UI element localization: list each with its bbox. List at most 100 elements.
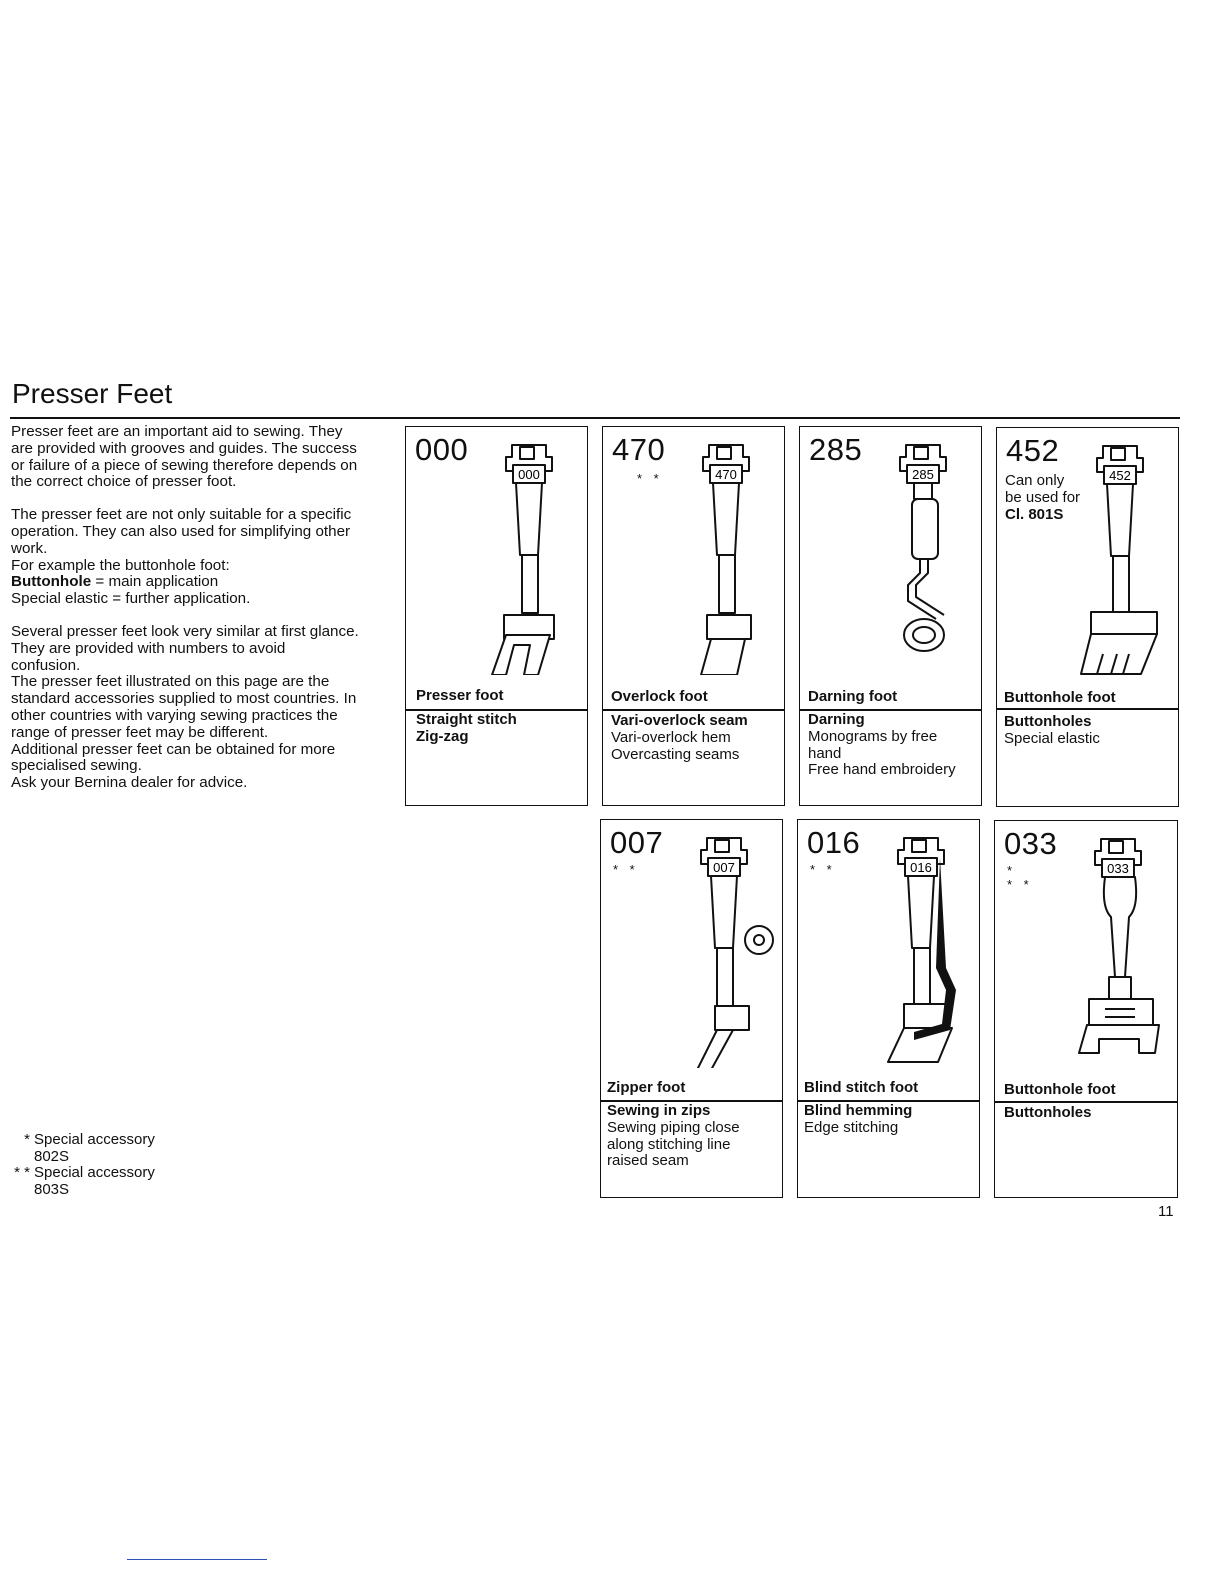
footnote-line: Special accessory [34,1131,155,1148]
intro-line: range of presser feet may be different. [11,723,269,741]
foot-engraved-number: 033 [1107,861,1129,876]
foot-use: Straight stitch [416,711,517,728]
foot-use: hand [808,744,842,762]
card-divider [800,709,981,711]
foot-number: 007 [610,825,664,860]
foot-card-016: 016 * * 016 Blind stitch foot Blind hemm… [797,819,980,1198]
foot-card-033: 033 * * * 033 Buttonhole foot Buttonhole… [994,820,1178,1198]
foot-card-470: 470 * * 470 Overlock foot Vari-overlock … [602,426,785,806]
footnote-line: Special accessory [34,1164,155,1182]
footnote-mark: * [24,1131,30,1148]
intro-line: confusion. [11,656,81,674]
zipper-foot-icon: 007 [696,837,774,1068]
foot-number: 285 [809,432,863,467]
foot-card-007: 007 * * 007 Zipper foot Sewing in zips S… [600,819,783,1198]
foot-uses: Buttonholes Special elastic [1004,713,1172,748]
foot-note-model: Cl. 801S [1005,506,1064,523]
intro-line: For example the buttonhole foot: [11,556,230,574]
accessory-stars: * * [613,862,639,877]
foot-name: Darning foot [808,688,898,705]
intro-line: Buttonhole = main application [11,573,393,591]
card-divider [798,1100,979,1102]
presser-foot-icon: 000 [491,444,555,675]
buttonhole-foot-icon: 452 [1080,445,1158,675]
intro-line: standard accessories supplied to most co… [11,690,357,708]
foot-name: Buttonhole foot [1004,689,1116,706]
title-rule [10,417,1180,419]
foot-use: along stitching line [607,1135,731,1153]
page-number: 11 [1158,1203,1174,1220]
foot-uses: Straight stitch Zig-zag [416,711,581,746]
foot-number: 033 [1004,826,1058,861]
foot-uses: Sewing in zips Sewing piping close along… [607,1102,776,1170]
foot-card-452: 452 Can only be used for Cl. 801S 452 Bu… [996,427,1179,807]
card-divider [406,709,587,711]
accessory-stars-2: * * [1007,877,1033,892]
foot-uses: Blind hemming Edge stitching [804,1102,973,1137]
card-divider [601,1100,782,1102]
intro-bold-rest: = main application [91,573,219,591]
foot-name: Buttonhole foot [1004,1081,1116,1098]
intro-line: Several presser feet look very similar a… [11,622,359,640]
card-divider [997,708,1178,710]
bottom-rule [127,1559,267,1560]
foot-use: raised seam [607,1152,689,1170]
card-divider [603,709,784,711]
foot-card-000: 000 000 Presser foot Straight stitch Zig… [405,426,588,806]
intro-line: the correct choice of presser foot. [11,473,237,491]
intro-paragraph-3: Several presser feet look very similar a… [11,622,393,792]
intro-bold-term: Buttonhole [11,573,92,591]
foot-engraved-number: 470 [715,467,737,482]
foot-uses: Darning Monograms by free hand Free hand… [808,711,975,779]
foot-use: Darning [808,711,865,728]
foot-note: Can only be used for Cl. 801S [1005,472,1080,523]
footnote: * * Special accessory 803S [8,1164,155,1198]
footnote-line: 803S [34,1180,70,1198]
intro-paragraph-2: The presser feet are not only suitable f… [11,506,393,608]
foot-number: 000 [415,432,469,467]
foot-use: Sewing in zips [607,1102,711,1119]
accessory-stars: * * [810,862,836,877]
intro-line: or failure of a piece of sewing therefor… [11,456,358,474]
foot-name: Presser foot [416,687,504,704]
foot-use: Buttonholes [1004,1104,1092,1121]
card-divider [995,1101,1177,1103]
intro-line: work. [11,539,48,557]
intro-line: They are provided with numbers to avoid [11,639,286,657]
accessory-stars: * * [637,471,663,486]
foot-uses: Buttonholes [1004,1104,1171,1122]
intro-line: The presser feet illustrated on this pag… [11,673,330,691]
footnotes: * Special accessory 802S * * Special acc… [8,1131,155,1198]
foot-note-line: be used for [1005,489,1081,506]
intro-line: Ask your Bernina dealer for advice. [11,774,248,792]
footnote-text: Special accessory 802S [34,1131,155,1165]
intro-line: operation. They can also used for simpli… [11,522,351,540]
foot-use: Vari-overlock seam [611,712,748,729]
foot-use: Free hand embroidery [808,761,956,779]
intro-line: Special elastic = further application. [11,590,251,608]
foot-name: Blind stitch foot [804,1079,919,1096]
foot-use: Zig-zag [416,727,469,745]
intro-text: Presser feet are an important aid to sew… [11,423,393,808]
page-title: Presser Feet [12,378,173,409]
intro-line: other countries with varying sewing prac… [11,706,338,724]
footnote-text: Special accessory 803S [34,1165,155,1198]
darning-foot-icon: 285 [899,444,947,652]
foot-use: Sewing piping close [607,1118,740,1136]
foot-engraved-number: 016 [910,860,932,875]
overlock-foot-icon: 470 [700,444,752,675]
intro-line: Additional presser feet can be obtained … [11,740,336,758]
blind-stitch-foot-icon: 016 [887,837,956,1063]
foot-uses: Vari-overlock seam Vari-overlock hem Ove… [611,712,778,763]
intro-line: Presser feet are an important aid to sew… [11,423,343,440]
accessory-stars: * [1007,863,1017,878]
foot-note-line: Can only [1005,472,1065,489]
foot-number: 016 [807,825,861,860]
foot-name: Overlock foot [611,688,708,705]
foot-engraved-number: 285 [912,467,934,482]
footnote: * Special accessory 802S [8,1131,155,1165]
foot-engraved-number: 000 [518,467,540,482]
footnote-line: 802S [34,1147,70,1165]
foot-use: Vari-overlock hem [611,728,731,746]
intro-line: The presser feet are not only suitable f… [11,506,352,524]
